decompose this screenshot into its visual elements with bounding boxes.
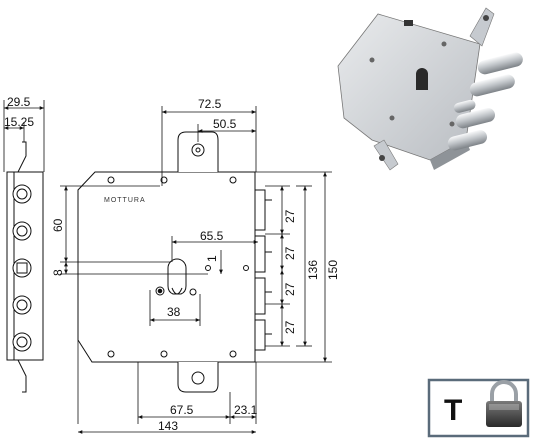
dim-72-5: 72.5 (198, 97, 222, 111)
dim-143: 143 (158, 419, 178, 433)
dim-15-25: 15.25 (4, 115, 34, 129)
dim-27-b: 27 (283, 246, 297, 260)
front-dimensions (60, 106, 332, 434)
dim-27-a: 27 (283, 209, 297, 223)
badge-letter: T (444, 394, 462, 427)
dim-8: 8 (51, 269, 65, 276)
front-view (77, 131, 272, 393)
side-dimensions (3, 100, 45, 172)
dim-67-5: 67.5 (170, 403, 194, 417)
dim-1: 1 (205, 255, 219, 262)
side-view (6, 141, 44, 393)
dim-60: 60 (51, 218, 65, 232)
dim-65-5: 65.5 (200, 229, 224, 243)
type-badge: T (427, 378, 530, 438)
padlock-icon (486, 380, 522, 427)
dim-50-5: 50.5 (213, 117, 237, 131)
dim-29-5: 29.5 (7, 95, 31, 109)
dim-27-d: 27 (283, 320, 297, 334)
dim-23-1: 23.1 (234, 403, 258, 417)
dim-150: 150 (326, 260, 340, 280)
photo-bolts (447, 52, 523, 151)
side-bolts (12, 184, 32, 352)
brand-label: MOTTURA (104, 197, 146, 204)
lock-photo (337, 7, 523, 171)
dim-38: 38 (167, 305, 181, 319)
dim-136: 136 (306, 260, 320, 280)
dim-27-c: 27 (283, 282, 297, 296)
